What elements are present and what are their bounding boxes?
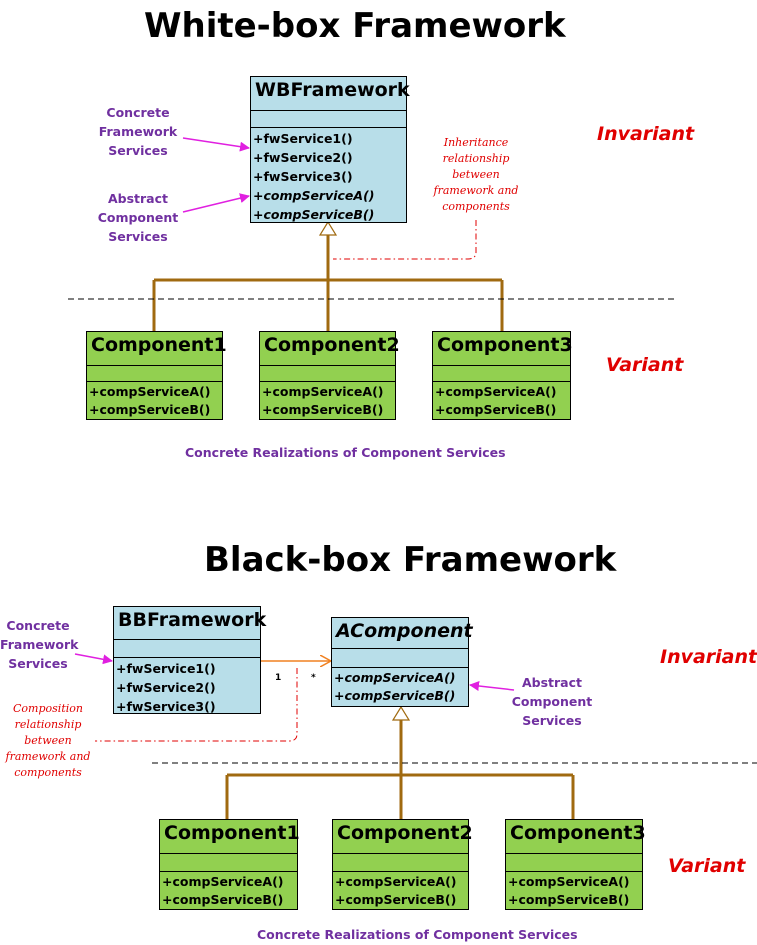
bbframework-operations: +fwService1() +fwService2() +fwService3(… <box>114 658 260 717</box>
component-op: +compServiceB() <box>162 892 284 907</box>
bb-invariant-label: Invariant <box>660 646 757 668</box>
bb-variant-label: Variant <box>668 855 746 877</box>
bb-component1-class: Component1 +compServiceA() +compServiceB… <box>159 819 300 910</box>
component-op: +compServiceB() <box>335 892 457 907</box>
component-name: Component2 <box>333 820 473 854</box>
wb-abstract-arrow <box>182 193 250 213</box>
wb-component1-class: Component1 +compServiceA() +compServiceB… <box>86 331 227 420</box>
component-name: Component3 <box>433 332 573 366</box>
bbframework-attributes <box>114 640 260 658</box>
component-name: Component1 <box>87 332 227 366</box>
wbframework-op: +compServiceB() <box>253 207 375 222</box>
bb-concrete-arrow <box>74 653 113 665</box>
component-op: +compServiceA() <box>162 874 284 889</box>
component-op: +compServiceA() <box>335 874 457 889</box>
component-op: +compServiceA() <box>262 384 384 399</box>
wbframework-op: +fwService3() <box>253 169 353 184</box>
wb-concrete-arrow <box>182 137 250 152</box>
bbframework-op: +fwService3() <box>116 699 216 714</box>
component-name: Component1 <box>160 820 300 854</box>
bb-abstract-arrow <box>469 681 515 691</box>
wbframework-op: +fwService2() <box>253 150 353 165</box>
wbframework-op: +fwService1() <box>253 131 353 146</box>
bbframework-op: +fwService2() <box>116 680 216 695</box>
component-op: +compServiceB() <box>89 402 211 417</box>
bbframework-op: +fwService1() <box>116 661 216 676</box>
bb-component2-class: Component2 +compServiceA() +compServiceB… <box>332 819 473 910</box>
wb-note-pointer <box>333 220 477 260</box>
component-op: +compServiceA() <box>435 384 557 399</box>
acomponent-attributes <box>332 649 468 668</box>
bb-inheritance-triangle <box>391 705 411 721</box>
blackbox-title: Black-box Framework <box>204 540 617 580</box>
acomponent-name: AComponent <box>332 618 473 649</box>
wb-inheritance-triangle <box>318 220 338 236</box>
component-op: +compServiceB() <box>435 402 557 417</box>
wb-variant-label: Variant <box>606 354 684 376</box>
bbframework-name: BBFramework <box>114 607 266 640</box>
wb-concrete-services-label: Concrete Framework Services <box>98 105 178 158</box>
component-op: +compServiceB() <box>262 402 384 417</box>
wb-inheritance-tree <box>152 233 504 332</box>
acomponent-op: +compServiceB() <box>334 688 456 703</box>
wbframework-class: WBFramework +fwService1() +fwService2() … <box>250 76 410 225</box>
acomponent-operations: +compServiceA() +compServiceB() <box>332 668 468 706</box>
wb-inheritance-note: Inheritance relationship between framewo… <box>433 136 519 213</box>
wb-component2-class: Component2 +compServiceA() +compServiceB… <box>259 331 400 420</box>
component-name: Component2 <box>260 332 400 366</box>
component-op: +compServiceB() <box>508 892 630 907</box>
wbframework-op: +compServiceA() <box>253 188 375 203</box>
bb-multiplicity-many: * <box>311 673 316 683</box>
bb-multiplicity-one: 1 <box>275 673 282 683</box>
bbframework-class: BBFramework +fwService1() +fwService2() … <box>113 606 266 717</box>
acomponent-op: +compServiceA() <box>334 670 456 685</box>
bb-concrete-services-label: Concrete Framework Services <box>0 618 79 671</box>
whitebox-title: White-box Framework <box>144 6 566 46</box>
bb-inheritance-tree <box>225 718 575 820</box>
component-op: +compServiceA() <box>508 874 630 889</box>
bb-caption: Concrete Realizations of Component Servi… <box>257 927 578 942</box>
component-op: +compServiceA() <box>89 384 211 399</box>
bb-abstract-services-label: Abstract Component Services <box>511 675 593 728</box>
wb-abstract-services-label: Abstract Component Services <box>97 191 179 244</box>
component-name: Component3 <box>506 820 646 854</box>
bb-component3-class: Component3 +compServiceA() +compServiceB… <box>505 819 646 910</box>
wb-component3-class: Component3 +compServiceA() +compServiceB… <box>432 331 573 420</box>
wbframework-operations: +fwService1() +fwService2() +fwService3(… <box>251 128 406 225</box>
wbframework-name: WBFramework <box>251 77 410 111</box>
acomponent-class: AComponent +compServiceA() +compServiceB… <box>331 617 473 707</box>
bb-note-pointer <box>95 668 298 742</box>
wbframework-attributes <box>251 111 406 128</box>
wb-caption: Concrete Realizations of Component Servi… <box>185 445 506 460</box>
bb-composition-note: Composition relationship between framewo… <box>5 702 91 779</box>
wb-invariant-label: Invariant <box>597 123 695 145</box>
